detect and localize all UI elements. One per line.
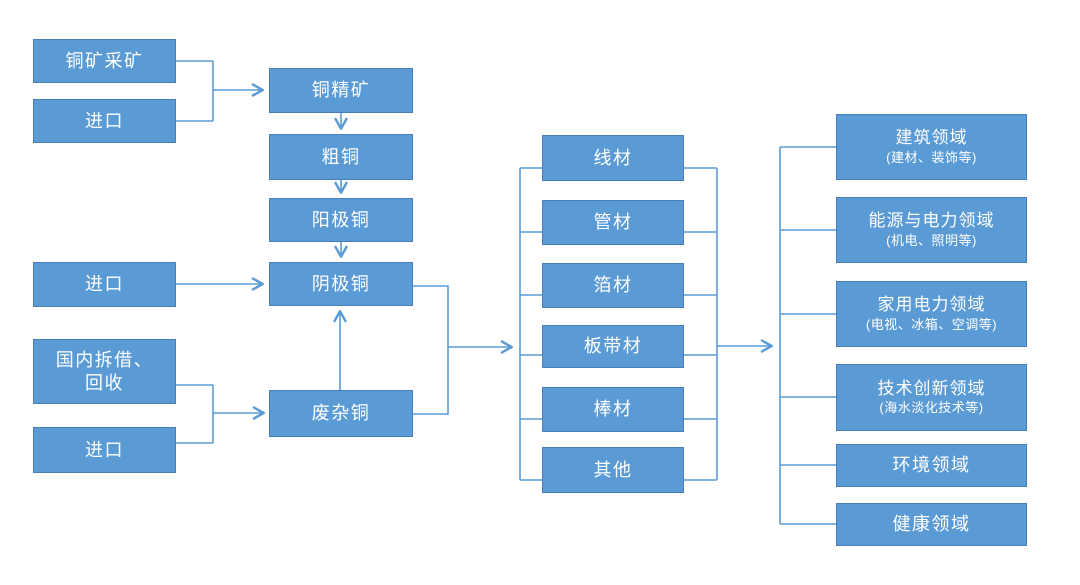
node-label: 进口 <box>85 274 124 295</box>
flow-node-cathode-copper: 阴极铜 <box>269 262 413 306</box>
flow-node-import-scrap: 进口 <box>33 427 176 473</box>
node-label: 铜矿采矿 <box>65 50 144 71</box>
flow-node-wire: 线材 <box>542 135 684 181</box>
node-label: 进口 <box>85 439 124 460</box>
flow-node-health-field: 健康领域 <box>836 503 1027 546</box>
node-label: 进口 <box>85 110 124 131</box>
node-sublabel: (电视、冰箱、空调等) <box>865 316 998 332</box>
flow-node-environment-field: 环境领域 <box>836 444 1027 487</box>
node-label: 其他 <box>593 459 633 480</box>
flow-node-construction-field: 建筑领域(建材、装饰等) <box>836 114 1027 180</box>
flow-node-copper-mining: 铜矿采矿 <box>33 39 176 83</box>
node-label: 线材 <box>593 147 633 168</box>
flow-node-scrap-copper: 废杂铜 <box>269 390 413 437</box>
node-label: 阳极铜 <box>311 209 371 230</box>
flow-node-other: 其他 <box>542 447 684 493</box>
node-sublabel: (机电、照明等) <box>886 232 977 248</box>
node-label: 废杂铜 <box>311 403 371 424</box>
node-label: 国内拆借、 回收 <box>55 350 154 393</box>
node-sublabel: (建材、装饰等) <box>886 149 977 165</box>
node-label: 家用电力领域 <box>877 295 986 315</box>
flow-node-foil: 箔材 <box>542 263 684 308</box>
node-label: 棒材 <box>593 399 633 420</box>
flow-node-anode-copper: 阳极铜 <box>269 198 413 242</box>
node-sublabel: (海水淡化技术等) <box>879 400 984 416</box>
node-label: 板带材 <box>583 336 643 357</box>
flow-node-energy-power-field: 能源与电力领域(机电、照明等) <box>836 197 1027 263</box>
node-label: 粗铜 <box>321 146 361 167</box>
flow-node-import-cathode: 进口 <box>33 262 176 307</box>
flow-node-import-ore: 进口 <box>33 99 176 143</box>
flow-node-crude-copper: 粗铜 <box>269 134 413 180</box>
flow-node-tube: 管材 <box>542 200 684 245</box>
node-label: 阴极铜 <box>311 273 371 294</box>
flow-node-copper-concentrate: 铜精矿 <box>269 68 413 113</box>
node-label: 技术创新领域 <box>877 378 986 398</box>
flow-node-tech-innovation: 技术创新领域 (海水淡化技术等) <box>836 364 1027 431</box>
node-label: 建筑领域 <box>895 128 968 148</box>
flow-node-domestic-recycle: 国内拆借、 回收 <box>33 339 176 404</box>
flow-node-rod: 棒材 <box>542 387 684 432</box>
node-label: 铜精矿 <box>311 80 371 101</box>
node-label: 健康领域 <box>892 514 971 535</box>
flow-node-plate-strip: 板带材 <box>542 325 684 368</box>
node-label: 能源与电力领域 <box>868 211 995 231</box>
node-label: 箔材 <box>593 275 633 296</box>
connector-line <box>413 285 449 415</box>
flow-node-household-field: 家用电力领域(电视、冰箱、空调等) <box>836 281 1027 347</box>
node-label: 管材 <box>593 212 633 233</box>
node-label: 环境领域 <box>892 455 971 476</box>
